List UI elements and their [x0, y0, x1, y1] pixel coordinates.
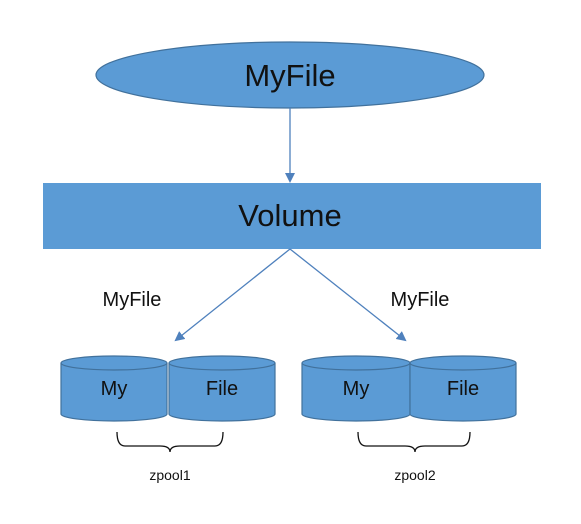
- pool-left: My File zpool1: [60, 355, 276, 483]
- left-branch-arrow: [174, 248, 291, 342]
- volume-label: Volume: [238, 198, 341, 233]
- pool-right-brace: [357, 431, 471, 453]
- left-branch-label: MyFile: [103, 289, 162, 311]
- top-file-label: MyFile: [244, 58, 335, 93]
- top-file-node: MyFile: [95, 41, 485, 109]
- pool-right: My File zpool2: [301, 355, 517, 483]
- disk-left-1: My: [60, 355, 168, 422]
- disk-right-2: File: [409, 355, 517, 422]
- disk-left-2-label: File: [206, 378, 238, 400]
- pool-left-brace: [116, 431, 224, 453]
- pool-left-label: zpool1: [149, 467, 190, 483]
- disk-left-1-label: My: [101, 378, 128, 400]
- pool-right-label: zpool2: [394, 467, 435, 483]
- disk-right-1-label: My: [343, 378, 370, 400]
- disk-right-2-label: File: [447, 378, 479, 400]
- volume-node: Volume: [43, 183, 541, 249]
- right-branch-label: MyFile: [391, 289, 450, 311]
- right-branch-arrow: [289, 248, 407, 342]
- disk-left-2: File: [168, 355, 276, 422]
- disk-right-1: My: [301, 355, 411, 422]
